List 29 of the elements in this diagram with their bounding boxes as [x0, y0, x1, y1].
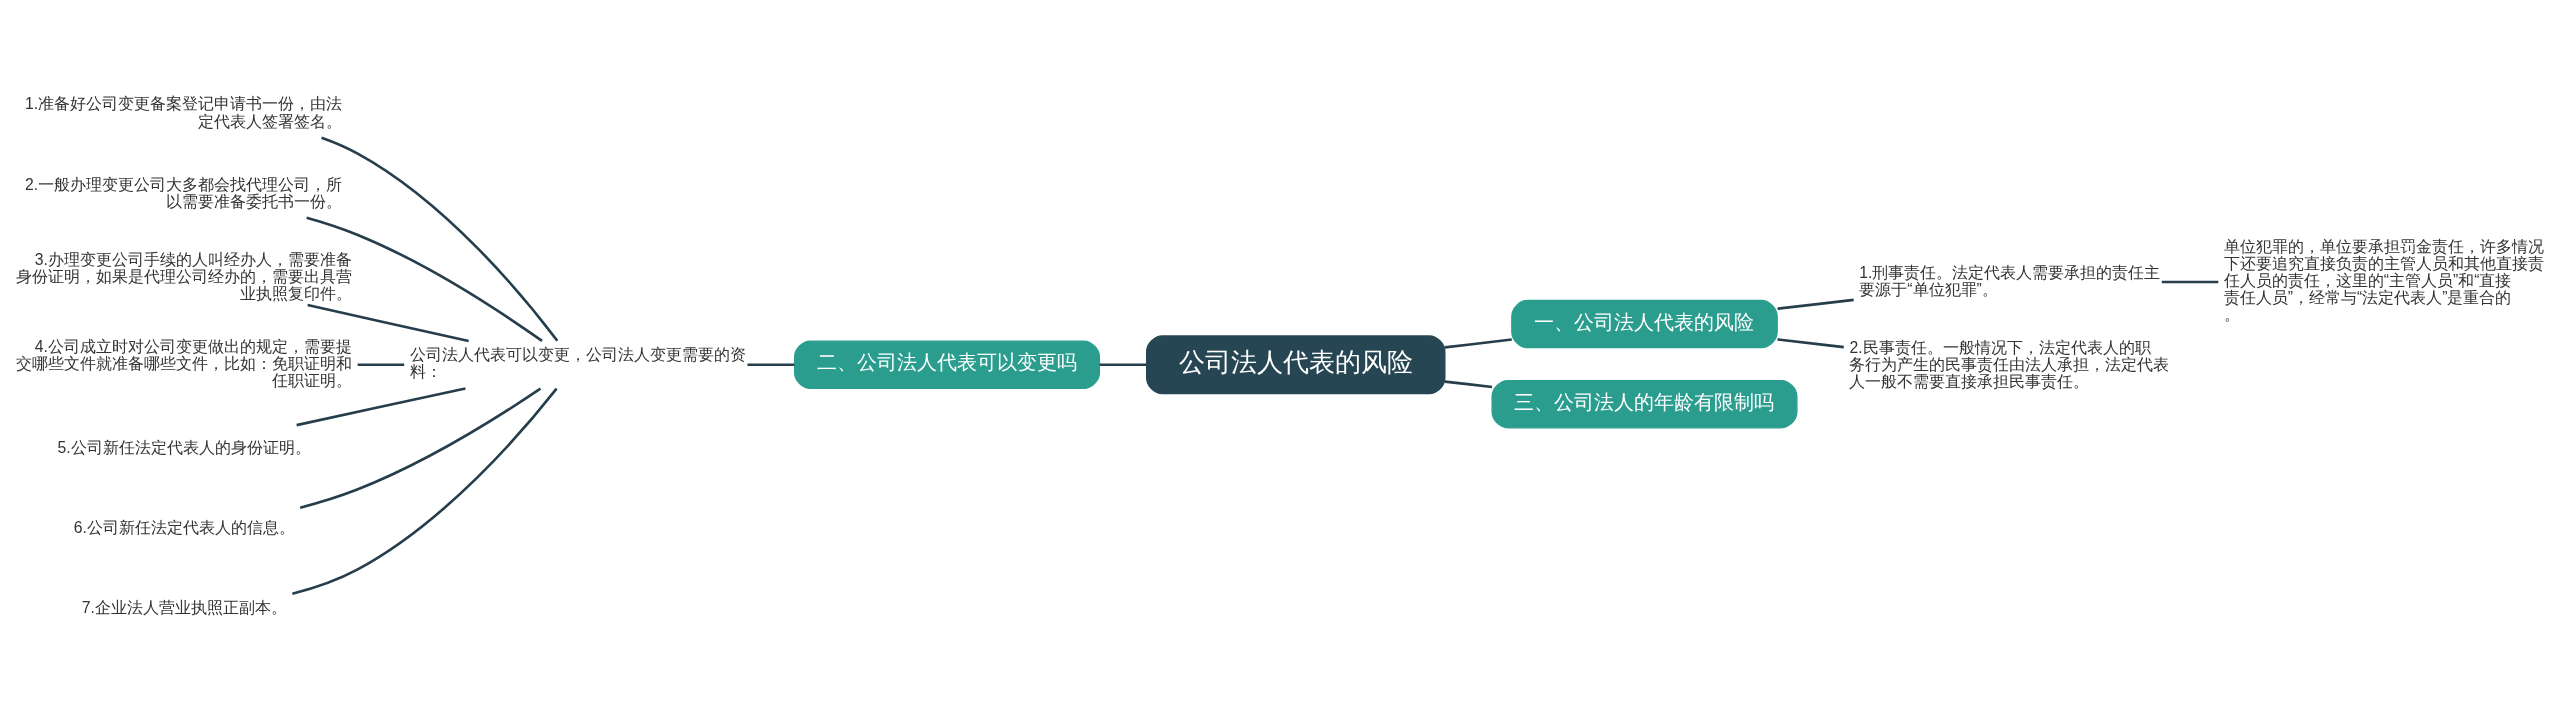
- node-text: 3.办理变更公司手续的人叫经办人，需要准备身份证明，如果是代理公司经办的，需要出具营业执照复印件。: [15, 250, 352, 302]
- connector: [299, 387, 542, 509]
- connector: [1777, 298, 1854, 310]
- connector: [292, 387, 558, 595]
- node-text: 2.民事责任。一般情况下，法定代表人的职务行为产生的民事责任由法人承担，法定代表人一般不需要直接承担民事责任。: [1849, 338, 2170, 390]
- node-text: 公司法人代表可以变更，公司法人变更需要的资料：: [409, 345, 746, 380]
- connector: [1444, 337, 1512, 349]
- node-box: 一、公司法人代表的风险: [1511, 299, 1778, 348]
- node-text: 6.公司新任法定代表人的信息。: [73, 518, 295, 536]
- connector: [1777, 337, 1844, 348]
- connector: [321, 135, 559, 342]
- connector: [307, 303, 469, 342]
- node-text: 1.准备好公司变更备案登记申请书一份，由法定代表人签署签名。: [24, 94, 343, 130]
- node-text: 7.企业法人营业执照正副本。: [81, 598, 287, 616]
- connector: [306, 216, 543, 342]
- node-text: 4.公司成立时对公司变更做出的规定，需要提交哪些文件就准备哪些文件，比如：免职证明和任职证明。: [15, 337, 352, 389]
- node-box: 二、公司法人代表可以变更吗: [794, 340, 1101, 389]
- connector: [357, 362, 405, 366]
- connector: [2161, 280, 2219, 283]
- node-text: 5.公司新任法定代表人的身份证明。: [57, 438, 311, 456]
- connector: [296, 386, 466, 426]
- node-text: 1.刑事责任。法定代表人需要承担的责任主要源于“单位犯罪”。: [1859, 263, 2161, 298]
- node-box: 公司法人代表的风险: [1146, 334, 1446, 394]
- connector: [1444, 379, 1493, 388]
- node-text: 2.一般办理变更公司大多都会找代理公司，所以需要准备委托书一份。: [24, 175, 343, 210]
- connector: [747, 362, 795, 366]
- connector: [1099, 362, 1147, 366]
- node-box: 三、公司法人的年龄有限制吗: [1491, 379, 1798, 428]
- node-text: 单位犯罪的，单位要承担罚金责任，许多情况下还要追究直接负责的主管人员和其他直接责任人员的责任，这里的“主管人员”和“直接责任人员”，经常与“法定代表人”是重合的。: [2223, 237, 2544, 323]
